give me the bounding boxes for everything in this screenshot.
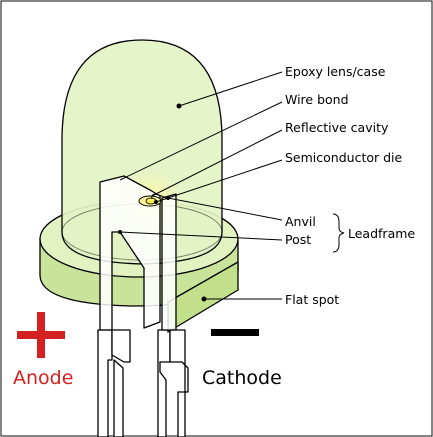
plus-icon [17,312,65,358]
leadframe-brace [332,213,345,253]
anvil-shape [99,175,161,331]
minus-icon [211,329,259,336]
label-flat-spot: Flat spot [285,292,339,307]
leadframe [99,175,177,331]
label-reflective-cavity: Reflective cavity [285,120,389,135]
leader-anvil [167,197,283,221]
label-leadframe: Leadframe [348,226,415,241]
post-shape [161,193,177,331]
label-anvil: Anvil [285,214,316,229]
leader-lines [118,71,345,302]
leader-post [119,231,283,241]
label-wire-bond: Wire bond [285,92,349,107]
label-epoxy-lens: Epoxy lens/case [285,64,386,79]
leader-epoxy [178,71,283,107]
leader-reflective [151,129,283,197]
leader-wire-bond [119,101,283,181]
label-anode: Anode [13,367,73,389]
anode-lead [97,329,131,437]
label-semiconductor-die: Semiconductor die [285,150,403,165]
label-cathode: Cathode [202,367,282,389]
label-post: Post [285,232,311,247]
leader-die [155,159,283,203]
cathode-lead [157,329,189,437]
